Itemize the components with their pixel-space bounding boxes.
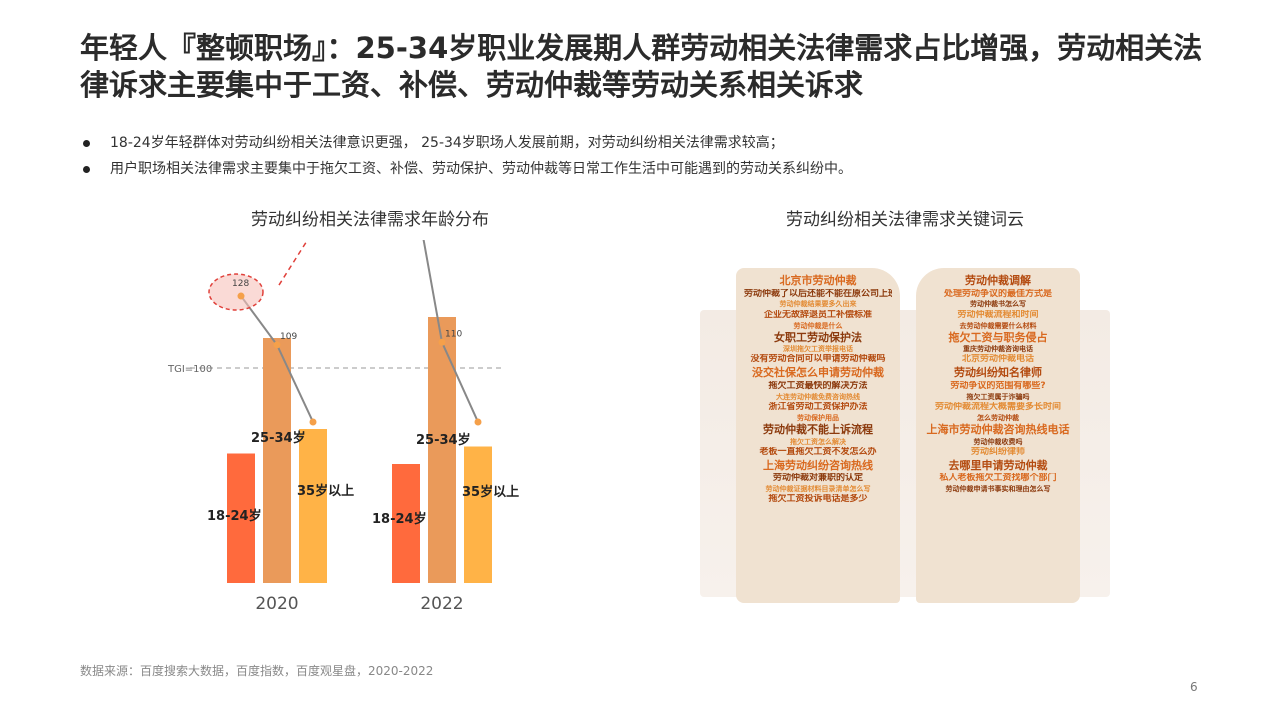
highlight-ellipse bbox=[208, 273, 264, 311]
wordcloud-keyword: 劳动仲裁结果要多久出来 bbox=[779, 300, 857, 309]
wordcloud-keyword: 劳动仲裁不能上诉流程 bbox=[763, 423, 873, 437]
wordcloud-keyword: 劳动仲裁证据材料目录清单怎么写 bbox=[765, 485, 871, 494]
wordcloud-keyword: 劳动仲裁流程和时间 bbox=[957, 309, 1039, 320]
wordcloud-keyword: 上海市劳动仲裁咨询热线电话 bbox=[926, 423, 1070, 437]
tgi-value-label: 110 bbox=[445, 329, 462, 339]
tgi-point bbox=[474, 418, 482, 426]
wordcloud-keyword: 劳动保护用品 bbox=[797, 413, 839, 422]
wordcloud-keyword: 劳动纠纷知名律师 bbox=[954, 366, 1042, 380]
wordcloud-keyword: 拖欠工资与职务侵占 bbox=[948, 330, 1048, 344]
wordcloud-keyword: 劳动纠纷律师 bbox=[970, 446, 1025, 457]
page-number: 6 bbox=[1190, 680, 1198, 694]
bullet-list: 18-24岁年轻群体对劳动纠纷相关法律意识更强， 25-34岁职场人发展前期，对… bbox=[80, 130, 1180, 182]
wordcloud-keyword: 去哪里申请劳动仲裁 bbox=[948, 458, 1048, 472]
wordcloud-keyword: 浙江省劳动工资保护办法 bbox=[768, 401, 868, 412]
tgi-point bbox=[438, 338, 446, 346]
wordcloud-title: 劳动纠纷相关法律需求关键词云 bbox=[786, 210, 1024, 230]
bullet-item: 用户职场相关法律需求主要集中于拖欠工资、补偿、劳动保护、劳动仲裁等日常工作生活中… bbox=[80, 156, 1180, 182]
wordcloud-keyword: 企业无故辞退员工补偿标准 bbox=[763, 309, 872, 320]
wordcloud-keyword: 拖欠工资最快的解决方法 bbox=[768, 380, 868, 391]
wordcloud-keyword: 劳动仲裁收费吗 bbox=[973, 437, 1023, 446]
tgi-value-label: 128 bbox=[232, 279, 249, 289]
bullet-text: 用户职场相关法律需求主要集中于拖欠工资、补偿、劳动保护、劳动仲裁等日常工作生活中… bbox=[110, 161, 852, 177]
wordcloud-keyword: 劳动仲裁了以后还能不能在原公司上班 bbox=[744, 288, 892, 299]
category-label: 25-34岁 bbox=[251, 430, 306, 446]
category-label: 35岁以上 bbox=[297, 483, 354, 499]
wordcloud-right-page: 劳动仲裁调解处理劳动争议的最佳方式是劳动仲裁书怎么写劳动仲裁流程和时间去劳动仲裁… bbox=[916, 268, 1080, 603]
chart-title: 劳动纠纷相关法律需求年龄分布 bbox=[251, 210, 489, 230]
wordcloud-keyword: 劳动仲裁流程大概需要多长时间 bbox=[934, 401, 1061, 412]
trend-arrow-line bbox=[278, 240, 309, 286]
bar bbox=[464, 446, 492, 583]
wordcloud-keyword: 拖欠工资怎么解决 bbox=[790, 437, 846, 446]
tgi-value-label: 109 bbox=[280, 332, 297, 342]
wordcloud-keyword: 拖欠工资属于诈骗吗 bbox=[966, 392, 1030, 401]
tgi-point bbox=[273, 341, 281, 349]
bar bbox=[299, 429, 327, 583]
bullet-text: 18-24岁年轻群体对劳动纠纷相关法律意识更强， 25-34岁职场人发展前期，对… bbox=[110, 135, 784, 151]
wordcloud-keyword: 私人老板拖欠工资找哪个部门 bbox=[939, 473, 1057, 484]
year-label: 2022 bbox=[420, 594, 463, 614]
wordcloud-keyword: 上海劳动纠纷咨询热线 bbox=[763, 458, 873, 472]
tgi-point bbox=[237, 292, 245, 300]
wordcloud-keyword: 去劳动仲裁需要什么材料 bbox=[959, 321, 1037, 330]
wordcloud-keyword: 没有劳动合同可以申请劳动仲裁吗 bbox=[750, 354, 886, 365]
bar bbox=[428, 317, 456, 583]
wordcloud-keyword: 女职工劳动保护法 bbox=[774, 330, 862, 344]
bullet-item: 18-24岁年轻群体对劳动纠纷相关法律意识更强， 25-34岁职场人发展前期，对… bbox=[80, 130, 1180, 156]
wordcloud-keyword: 老板一直拖欠工资不发怎么办 bbox=[759, 446, 877, 457]
wordcloud-keyword: 劳动仲裁书怎么写 bbox=[970, 300, 1026, 309]
wordcloud-keyword: 劳动仲裁是什么 bbox=[793, 321, 843, 330]
page-title: 年轻人『整顿职场』：25-34岁职业发展期人群劳动相关法律需求占比增强，劳动相关… bbox=[80, 31, 1203, 102]
wordcloud-keyword: 拖欠工资投诉电话是多少 bbox=[768, 494, 868, 505]
wordcloud-keyword: 大连劳动仲裁免费咨询热线 bbox=[776, 392, 860, 401]
year-label: 2020 bbox=[255, 594, 298, 614]
bar bbox=[263, 338, 291, 583]
wordcloud-keyword: 北京劳动仲裁电话 bbox=[961, 354, 1034, 365]
tgi-baseline-label: TGI=100 bbox=[167, 364, 212, 375]
wordcloud-keyword: 处理劳动争议的最佳方式是 bbox=[943, 288, 1052, 299]
category-label: 18-24岁 bbox=[207, 508, 262, 524]
wordcloud-keyword: 劳动仲裁申请书事实和理由怎么写 bbox=[945, 485, 1051, 494]
tgi-point bbox=[309, 418, 317, 426]
category-label: 25-34岁 bbox=[416, 432, 471, 448]
wordcloud-keyword: 重庆劳动仲裁咨询电话 bbox=[963, 345, 1033, 354]
age-distribution-chart: TGI=100 18-24岁 25-34岁 35岁以上 2020 18-24岁 25-34岁… bbox=[167, 240, 519, 614]
wordcloud-keyword: 怎么劳动仲裁 bbox=[977, 413, 1019, 422]
data-source: 数据来源：百度搜索大数据，百度指数，百度观星盘，2020-2022 bbox=[80, 664, 434, 678]
wordcloud-keyword: 劳动仲裁调解 bbox=[965, 274, 1031, 287]
wordcloud-keyword: 劳动争议的范围有哪些? bbox=[950, 380, 1046, 391]
keyword-wordcloud: 北京市劳动仲裁劳动仲裁了以后还能不能在原公司上班劳动仲裁结果要多久出来企业无故辞… bbox=[700, 262, 1110, 607]
wordcloud-keyword: 北京市劳动仲裁 bbox=[779, 274, 857, 287]
category-label: 35岁以上 bbox=[462, 484, 519, 500]
bullet-dot-icon bbox=[83, 140, 90, 147]
wordcloud-keyword: 没交社保怎么申请劳动仲裁 bbox=[752, 366, 884, 380]
bar bbox=[392, 464, 420, 583]
bar bbox=[227, 453, 255, 583]
bullet-dot-icon bbox=[83, 166, 90, 173]
wordcloud-keyword: 深圳拖欠工资举报电话 bbox=[783, 345, 853, 354]
wordcloud-left-page: 北京市劳动仲裁劳动仲裁了以后还能不能在原公司上班劳动仲裁结果要多久出来企业无故辞… bbox=[736, 268, 900, 603]
category-label: 18-24岁 bbox=[372, 511, 427, 527]
wordcloud-keyword: 劳动仲裁对兼职的认定 bbox=[772, 473, 863, 484]
